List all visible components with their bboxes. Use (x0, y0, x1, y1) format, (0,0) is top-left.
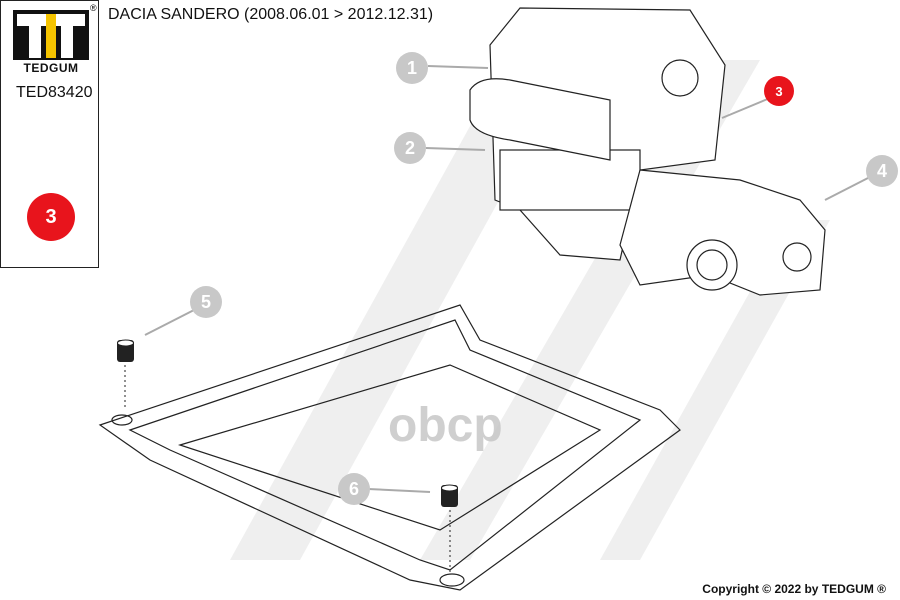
position-badge: 3 (27, 193, 75, 241)
registered-mark: ® (90, 3, 97, 13)
bush-5 (117, 339, 134, 362)
callout-arrows (144, 65, 869, 493)
part-sidebar: ® TEDGUM TED83420 3 (0, 0, 99, 268)
callout-6: 6 (338, 473, 370, 505)
logo-mark-icon (17, 14, 85, 58)
vehicle-title: DACIA SANDERO (2008.06.01 > 2012.12.31) (108, 6, 434, 23)
callout-5: 5 (190, 286, 222, 318)
callout-1: 1 (396, 52, 428, 84)
watermark-text: obcp (388, 399, 503, 452)
tedgum-logo (13, 10, 89, 60)
engine-drawing (469, 7, 826, 296)
part-number: TED83420 (16, 84, 93, 101)
callout-3: 3 (764, 76, 794, 106)
callout-4: 4 (866, 155, 898, 187)
copyright: Copyright © 2022 by TEDGUM ® (702, 582, 886, 596)
brand-name: TEDGUM (23, 61, 79, 75)
bush-6 (441, 484, 458, 507)
callout-2: 2 (394, 132, 426, 164)
